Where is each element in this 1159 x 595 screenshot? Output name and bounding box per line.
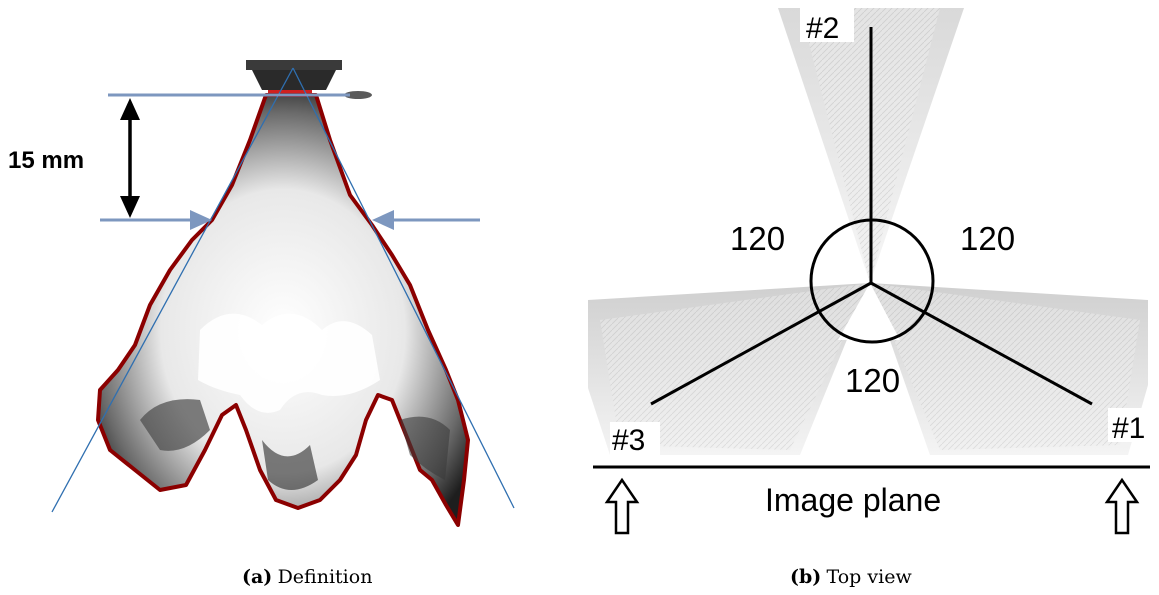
view-arrow-left bbox=[604, 477, 640, 535]
panel-b-top-view: 120 120 120 #2 #3 #1 Image plane bbox=[588, 8, 1158, 535]
dimension-double-arrow bbox=[120, 98, 140, 218]
plume-interior bbox=[140, 313, 450, 490]
caption-panel-a: (a) Definition bbox=[242, 566, 372, 589]
spray-label-2: #2 bbox=[806, 12, 839, 45]
caption-a-tag: (a) bbox=[242, 566, 273, 588]
right-marker-arrow bbox=[372, 210, 480, 230]
angle-label-right: 120 bbox=[960, 220, 1015, 257]
spray-label-3: #3 bbox=[612, 424, 645, 457]
image-plane-label: Image plane bbox=[765, 482, 941, 518]
caption-b-text: Top view bbox=[826, 566, 912, 588]
view-arrow-right bbox=[1104, 477, 1140, 535]
caption-panel-b: (b) Top view bbox=[790, 566, 912, 589]
caption-a-text: Definition bbox=[277, 566, 373, 588]
angle-label-left: 120 bbox=[730, 220, 785, 257]
caption-b-tag: (b) bbox=[790, 566, 822, 588]
panel-a-definition: 15 mm bbox=[8, 60, 515, 527]
injector-nozzle bbox=[246, 60, 372, 99]
dimension-label: 15 mm bbox=[8, 147, 84, 174]
cone-line-left bbox=[51, 67, 294, 513]
spray-axis-1 bbox=[870, 281, 1093, 406]
cone-line-right bbox=[292, 67, 515, 509]
angle-label-bottom: 120 bbox=[845, 362, 900, 399]
spray-axis-3 bbox=[650, 281, 872, 406]
spray-label-1: #1 bbox=[1112, 412, 1145, 445]
left-marker-arrow bbox=[100, 210, 212, 230]
